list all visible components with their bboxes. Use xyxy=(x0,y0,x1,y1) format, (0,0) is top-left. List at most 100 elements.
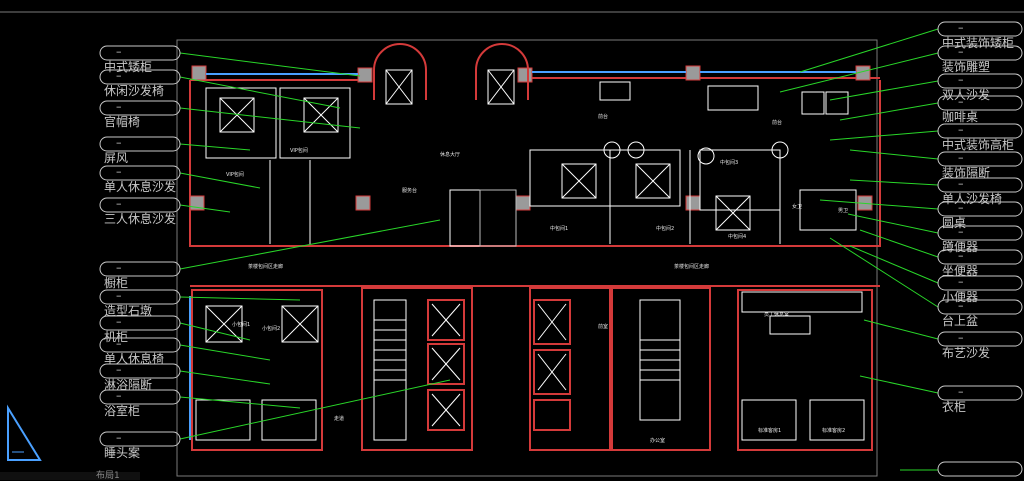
left-label-dash-11: – xyxy=(116,389,122,402)
left-callout-frame-3 xyxy=(99,136,181,152)
women-wc-label: 女卫 xyxy=(792,203,802,210)
drawing-frame xyxy=(0,11,1024,477)
office-label: 办公室 xyxy=(650,437,665,444)
right-label-dash-6: – xyxy=(958,177,964,190)
right-label-2: 双人沙发 xyxy=(942,88,991,102)
left-leader-10 xyxy=(179,370,271,385)
staff-lounge-label: 员工休息室 xyxy=(764,311,789,318)
left-callout-frame-2 xyxy=(99,100,181,116)
left-label-6: 橱柜 xyxy=(104,276,129,290)
right-label-0: 中式装饰矮柜 xyxy=(942,36,1015,50)
right-callout-frame-3 xyxy=(937,95,1023,111)
right-leader-6 xyxy=(849,179,939,186)
right-callout-frame-8 xyxy=(937,225,1023,241)
vip-room-label-2: VIP包间 xyxy=(290,147,308,154)
right-label-4: 中式装饰高柜 xyxy=(942,138,1015,152)
left-callout-frame-11 xyxy=(99,389,181,405)
left-leader-9 xyxy=(179,344,271,361)
left-callout-frame-7 xyxy=(99,289,181,305)
right-leader-1 xyxy=(779,52,939,93)
dining-room-2-label: 中包间2 xyxy=(656,225,674,232)
left-label-dash-5: – xyxy=(116,197,122,210)
left-leader-6 xyxy=(179,219,441,270)
small-room-1-label: 小包间1 xyxy=(232,321,250,328)
right-leader-11 xyxy=(829,237,939,308)
right-label-9: 坐便器 xyxy=(942,264,979,278)
left-label-dash-0: – xyxy=(116,45,122,58)
left-label-3: 屏风 xyxy=(104,151,129,165)
right-callout-frame-9 xyxy=(937,249,1023,265)
left-callout-frame-12 xyxy=(99,431,181,447)
right-callout-frame-13 xyxy=(937,385,1023,401)
corridor-label: 走道 xyxy=(334,415,344,422)
right-callout-frame-12 xyxy=(937,331,1023,347)
left-label-10: 淋浴隔断 xyxy=(104,378,153,392)
interior-partitions xyxy=(205,87,857,247)
left-leader-7 xyxy=(179,296,301,301)
right-label-1: 装饰雕塑 xyxy=(942,60,991,74)
right-leader-4 xyxy=(829,130,939,141)
left-callout-frame-5 xyxy=(99,197,181,213)
right-label-3: 咖啡桌 xyxy=(942,110,979,124)
right-label-6: 单人沙发椅 xyxy=(942,192,1003,206)
label-frames xyxy=(99,21,1023,477)
left-label-dash-10: – xyxy=(116,363,122,376)
right-leader-13 xyxy=(859,375,939,394)
right-label-dash-3: – xyxy=(958,95,964,108)
left-callout-frame-6 xyxy=(99,261,181,277)
service-desk-label: 服务台 xyxy=(402,187,417,194)
left-label-9: 单人休息椅 xyxy=(104,352,165,366)
leader-lines xyxy=(179,28,939,471)
plan-room-labels: VIP包间 VIP包间 休息大厅 服务台 前台 前台 中包间1 中包间2 中包间… xyxy=(226,113,848,444)
right-label-dash-2: – xyxy=(958,73,964,86)
guest-room-1-label: 标准客房1 xyxy=(758,427,781,434)
left-leader-2 xyxy=(179,107,361,129)
right-leader-9 xyxy=(859,229,939,258)
right-label-dash-0: – xyxy=(958,21,964,34)
left-label-4: 单人休息沙发 xyxy=(104,180,177,194)
dining-room-3-label: 中包间3 xyxy=(720,159,738,166)
right-label-dash-4: – xyxy=(958,123,964,136)
left-leader-8 xyxy=(179,322,251,341)
right-label-dash-1: – xyxy=(958,45,964,58)
right-label-13: 衣柜 xyxy=(942,400,967,414)
right-label-7: 圆桌 xyxy=(942,216,967,230)
layout-tab-bar[interactable]: 布局1 xyxy=(0,471,140,481)
stair-cores xyxy=(373,299,681,441)
reception-label-2: 前台 xyxy=(772,119,782,126)
right-callout-frame-2 xyxy=(937,73,1023,89)
right-callout-frame-1 xyxy=(937,45,1023,61)
left-label-5: 三人休息沙发 xyxy=(104,212,177,226)
left-leader-12 xyxy=(179,379,451,440)
right-callout-frame-6 xyxy=(937,177,1023,193)
right-callout-frame-11 xyxy=(937,299,1023,315)
layout-tab-label[interactable]: 布局1 xyxy=(96,471,120,481)
left-label-dash-7: – xyxy=(116,289,122,302)
left-callout-frame-0 xyxy=(99,45,181,61)
right-callout-frame-5 xyxy=(937,151,1023,167)
left-label-dash-12: – xyxy=(116,431,122,444)
right-label-11: 台上盆 xyxy=(942,314,979,328)
left-leader-11 xyxy=(179,396,301,409)
left-leader-4 xyxy=(179,172,261,189)
left-leader-5 xyxy=(179,204,231,213)
small-room-2-label: 小包间2 xyxy=(262,325,280,332)
left-label-8: 机柜 xyxy=(104,330,129,344)
reception-label: 前台 xyxy=(598,113,608,120)
left-label-dash-2: – xyxy=(116,100,122,113)
right-label-dash-11: – xyxy=(958,299,964,312)
right-label-dash-10: – xyxy=(958,275,964,288)
dining-tables xyxy=(205,81,849,343)
right-callout-frame-0 xyxy=(937,21,1023,37)
right-leader-3 xyxy=(839,102,939,121)
right-label-dash-12: – xyxy=(958,331,964,344)
right-leader-12 xyxy=(863,319,939,340)
left-callout-frame-10 xyxy=(99,363,181,379)
right-label-5: 装饰隔断 xyxy=(942,166,991,180)
vip-room-label: VIP包间 xyxy=(226,171,244,178)
right-leader-2 xyxy=(829,80,939,101)
left-label-dash-6: – xyxy=(116,261,122,274)
left-label-7: 造型石墩 xyxy=(104,304,153,318)
left-label-0: 中式矮柜 xyxy=(104,60,153,74)
